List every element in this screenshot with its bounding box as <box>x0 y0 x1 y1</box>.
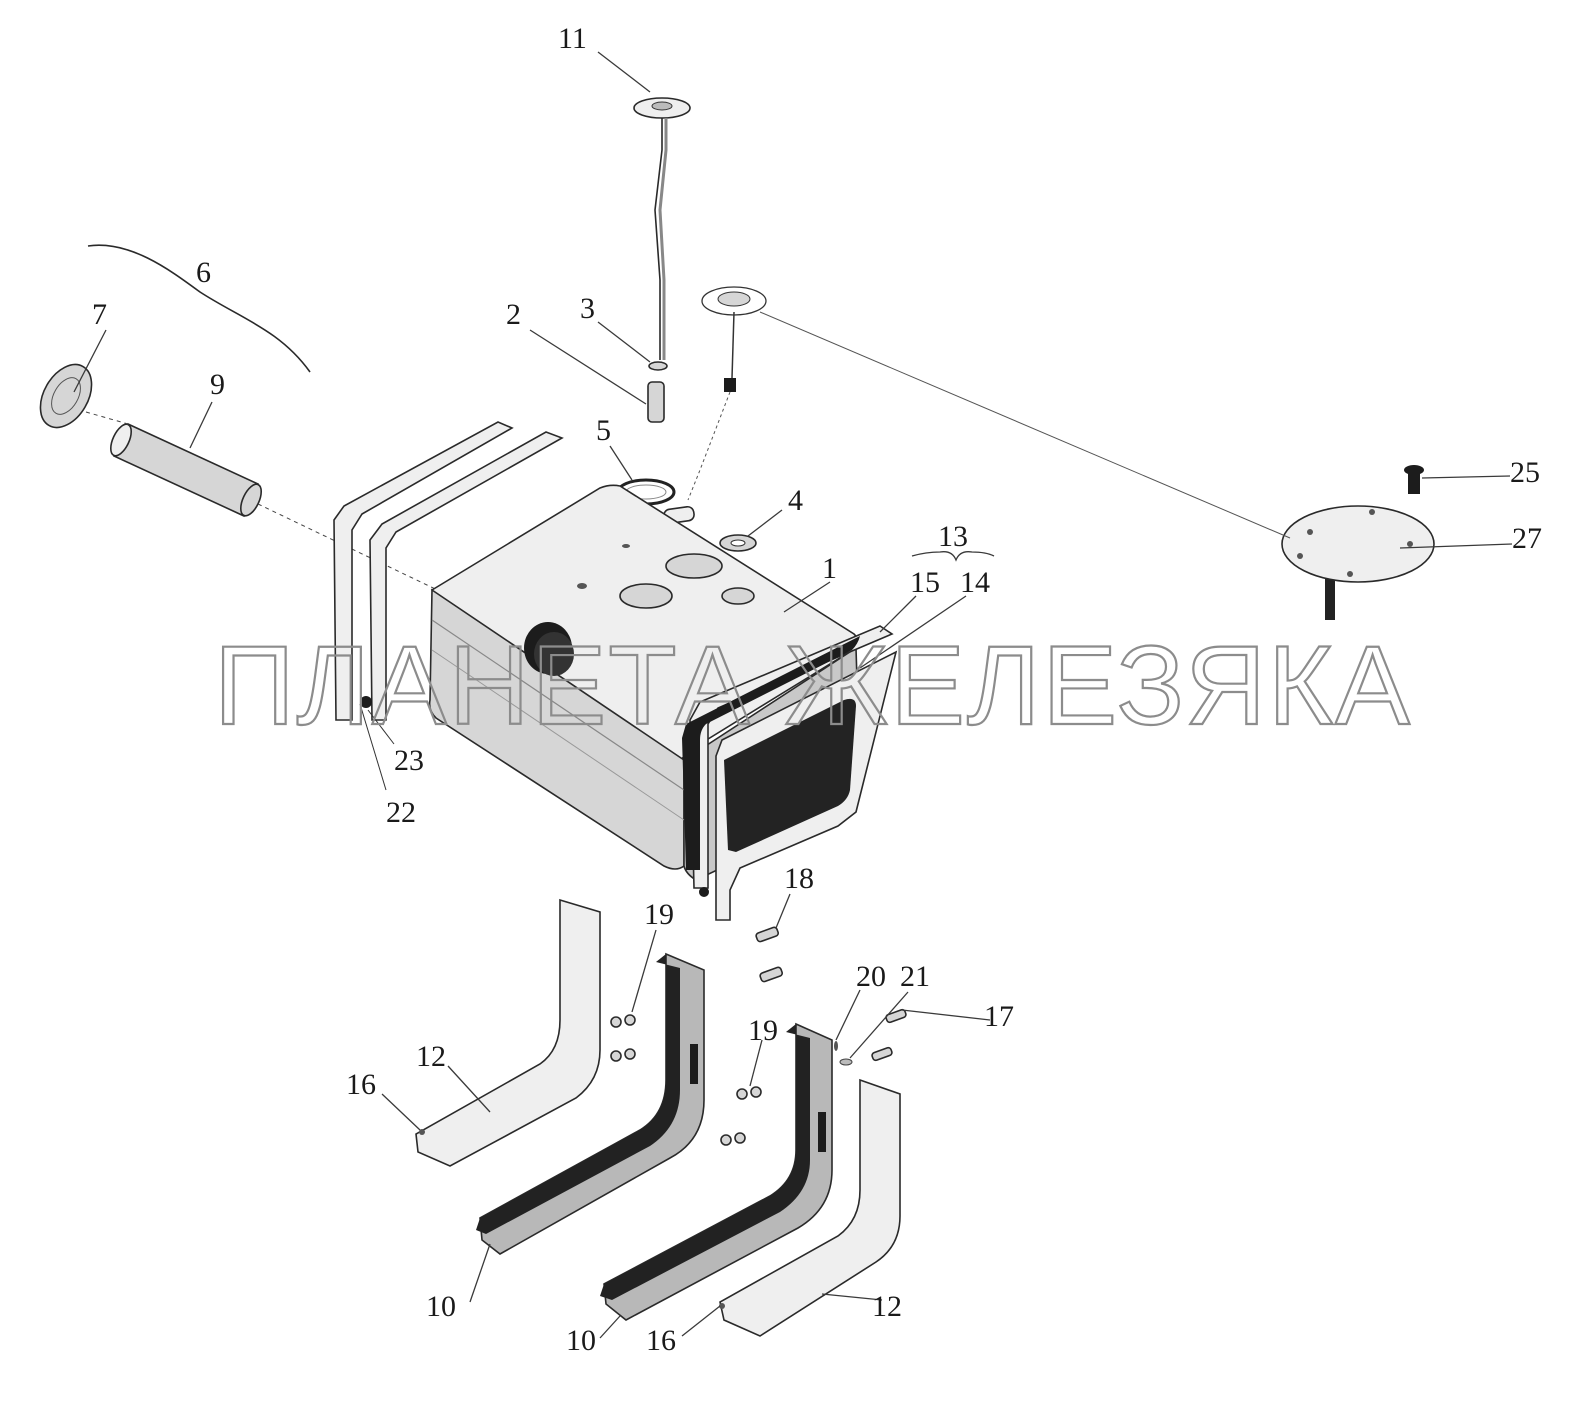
part-2-pipe <box>647 381 665 423</box>
callout-3: 3 <box>580 292 595 325</box>
callout-7: 7 <box>92 298 107 331</box>
float-sensor-assembly <box>663 286 767 525</box>
part-14-strap-left <box>333 421 564 721</box>
callout-12-left: 12 <box>416 1040 446 1073</box>
part-20-21-washers <box>834 1041 853 1066</box>
callout-19-lower: 19 <box>748 1014 778 1047</box>
callout-1: 1 <box>822 552 837 585</box>
callout-19-upper: 19 <box>644 898 674 931</box>
part-19-nuts-left <box>610 1014 636 1062</box>
callout-17: 17 <box>984 1000 1014 1033</box>
part-15-strap-right <box>682 625 898 921</box>
part-18-bolts <box>755 926 784 983</box>
callout-22: 22 <box>386 796 416 829</box>
callout-14: 14 <box>960 566 990 599</box>
part-17-bolts <box>871 1008 907 1062</box>
callout-12-right: 12 <box>872 1290 902 1323</box>
part-25-bolt <box>1404 465 1424 494</box>
part-10-bracket-left <box>476 952 705 1255</box>
callout-15: 15 <box>910 566 940 599</box>
callout-10-right: 10 <box>566 1324 596 1357</box>
callout-18: 18 <box>784 862 814 895</box>
part-9-filter-tube <box>109 422 263 518</box>
callout-11: 11 <box>558 22 587 55</box>
callout-10-left: 10 <box>426 1290 456 1323</box>
strap-nut <box>699 887 709 897</box>
callout-9: 9 <box>210 368 225 401</box>
callout-25: 25 <box>1510 456 1540 489</box>
part-12-shield-right <box>719 1078 901 1337</box>
callout-5: 5 <box>596 414 611 447</box>
callout-16-left: 16 <box>346 1068 376 1101</box>
callout-4: 4 <box>788 484 803 517</box>
callout-2: 2 <box>506 298 521 331</box>
callout-20: 20 <box>856 960 886 993</box>
part-27-cover-plate <box>1281 505 1435 620</box>
callout-23: 23 <box>394 744 424 777</box>
part-3-clamp <box>648 361 668 371</box>
callout-13: 13 <box>938 520 968 553</box>
part-7-strainer-disc <box>39 363 93 429</box>
part-11-level-sensor <box>633 97 691 360</box>
part-4-washer <box>719 534 757 552</box>
callout-16-right: 16 <box>646 1324 676 1357</box>
part-22-23-bolt-nut <box>359 696 395 791</box>
callout-labels: 11 6 7 9 2 3 5 4 1 13 15 14 25 27 23 22 … <box>92 22 1542 1357</box>
callout-6: 6 <box>196 256 211 289</box>
part-19-nuts-right <box>720 1086 762 1146</box>
part-6-cable <box>87 244 311 373</box>
callout-27: 27 <box>1512 522 1542 555</box>
watermark-text: ПЛАНЕТА ЖЕЛЕЗЯКА <box>214 623 1412 748</box>
part-12-shield-left <box>415 898 601 1167</box>
cover-plate-connector-line <box>759 311 1291 539</box>
part-10-bracket-right <box>600 1022 833 1321</box>
callout-21: 21 <box>900 960 930 993</box>
leader-lines <box>73 51 1513 1339</box>
